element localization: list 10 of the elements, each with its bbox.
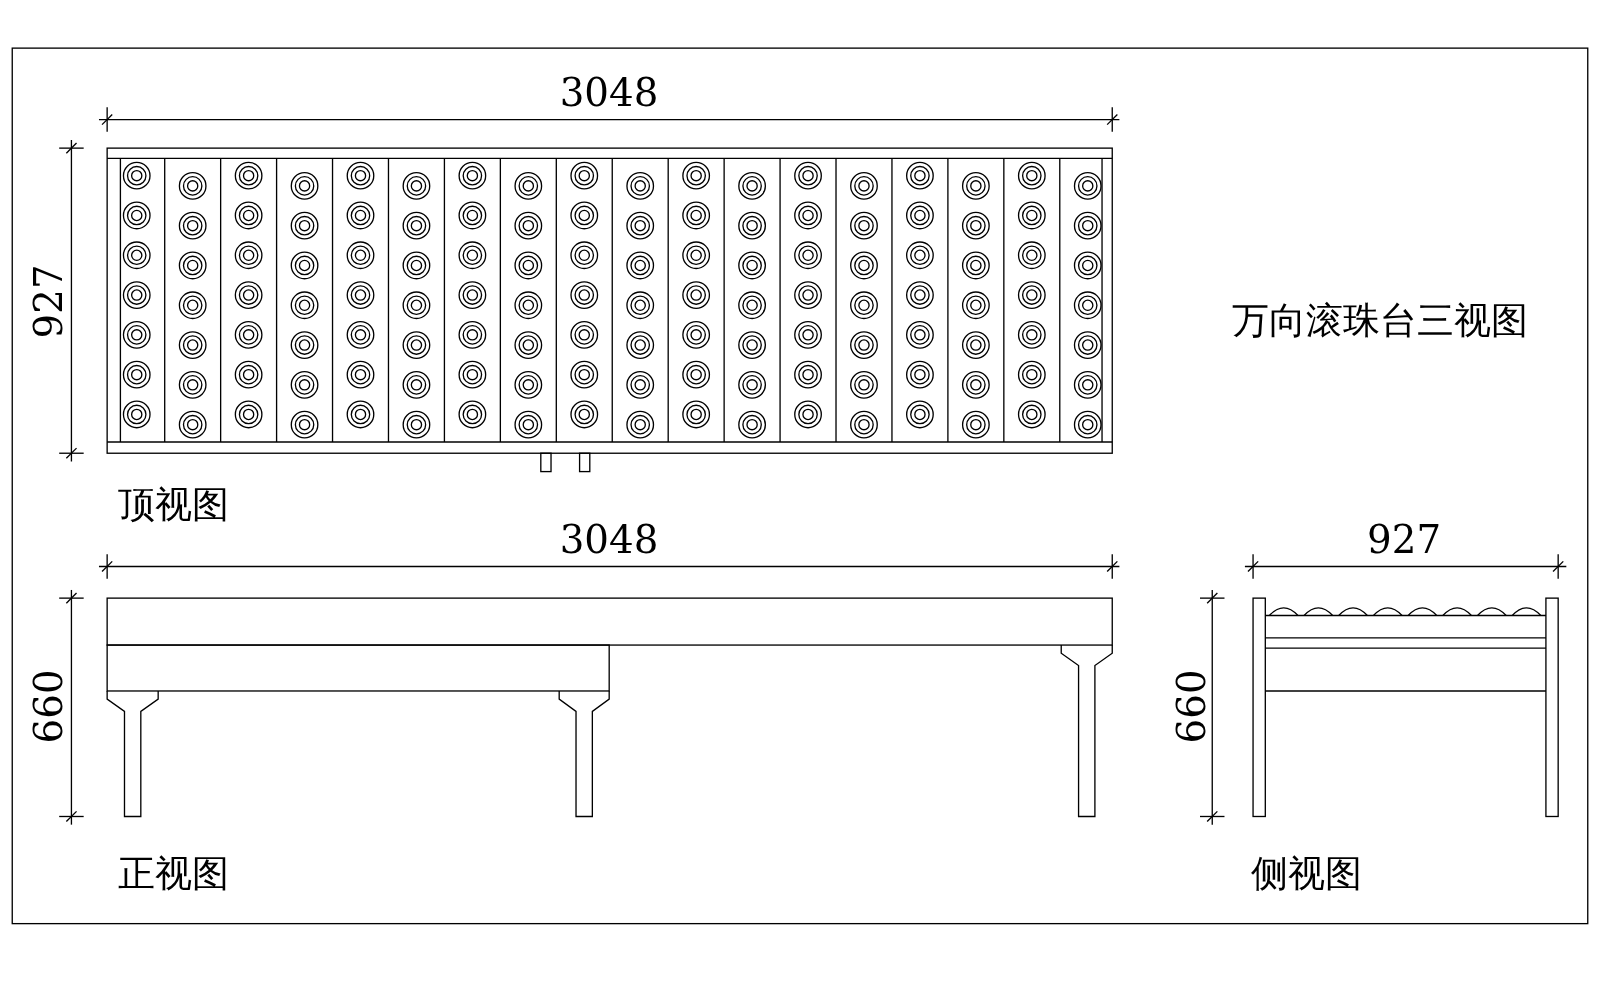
dimension-label: 660: [29, 669, 69, 743]
view-title: 正视图: [117, 856, 229, 893]
drawing-title: 万向滚珠台三视图: [1231, 302, 1528, 340]
dimension-label: 927: [1367, 521, 1442, 561]
dimension-label: 927: [29, 263, 69, 338]
view-title: 侧视图: [1250, 856, 1362, 893]
dimension-label: 3048: [559, 74, 659, 114]
view-title: 顶视图: [117, 486, 229, 524]
dimension-label: 3048: [559, 521, 659, 561]
dimension-label: 660: [1172, 669, 1212, 743]
